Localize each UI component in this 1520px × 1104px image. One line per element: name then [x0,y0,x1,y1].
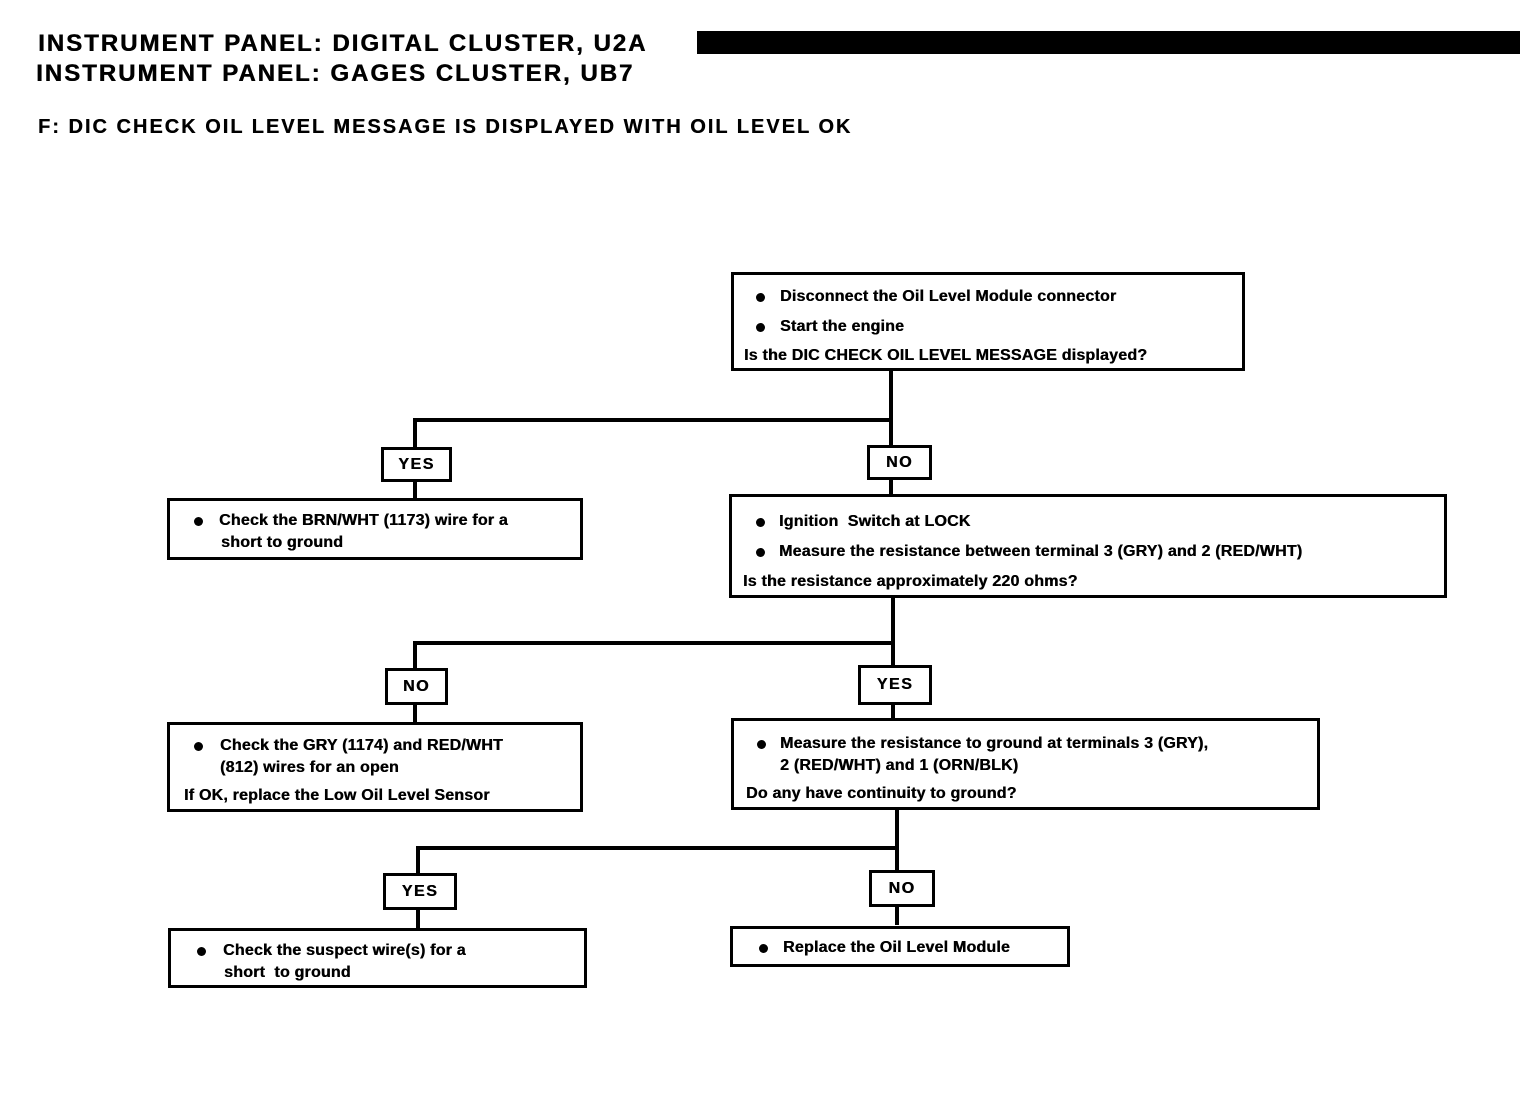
step-text: Check the GRY (1174) and RED/WHT [220,737,503,754]
connector-line [889,371,893,445]
connector-line [413,641,895,645]
decision-label: NO [403,677,430,695]
connector-line [413,705,417,722]
flow-node-start: Disconnect the Oil Level Module connecto… [731,272,1245,371]
decision-label: YES [398,455,435,473]
decision-label: YES [401,882,439,900]
connector-line [413,482,417,498]
decision-no-3: NO [869,870,935,907]
connector-line [889,480,893,494]
flow-node-ignition-resistance: Ignition Switch at LOCK Measure the resi… [729,494,1447,598]
connector-line [895,810,899,870]
step-text: 2 (RED/WHT) and 1 (ORN/BLK) [780,757,1019,774]
page-title-line1: INSTRUMENT PANEL: DIGITAL CLUSTER, U2A [38,30,648,57]
bullet-icon [756,548,765,557]
step-text: Check the suspect wire(s) for a [223,942,466,959]
decision-label: YES [876,676,914,693]
connector-line [891,705,895,718]
step-text: Measure the resistance between terminal … [779,543,1303,560]
decision-yes-2: YES [858,665,932,705]
decision-yes-1: YES [381,447,452,482]
bullet-icon [194,517,203,526]
connector-line [413,418,893,422]
connector-line [416,846,899,850]
decision-no-1: NO [867,445,932,480]
bullet-icon [759,944,768,953]
connector-line [891,598,895,665]
bullet-icon [756,518,765,527]
bullet-icon [756,293,765,302]
note-text: If OK, replace the Low Oil Level Sensor [184,787,490,804]
bullet-icon [757,740,766,749]
flow-node-replace-oil-module: Replace the Oil Level Module [730,926,1070,967]
connector-line [416,846,420,873]
bullet-icon [756,323,765,332]
decision-label: NO [886,453,913,471]
flow-node-check-gry-redwht-open: Check the GRY (1174) and RED/WHT (812) w… [167,722,583,812]
step-text: short to ground [221,534,344,551]
question-text: Is the DIC CHECK OIL LEVEL MESSAGE displ… [744,347,1148,364]
redaction-bar [697,31,1520,54]
bullet-icon [197,947,206,956]
flow-node-check-brn-wht-short: Check the BRN/WHT (1173) wire for a shor… [167,498,583,560]
connector-line [895,907,899,925]
flow-node-check-suspect-wires: Check the suspect wire(s) for a short to… [168,928,587,988]
step-text: Check the BRN/WHT (1173) wire for a [219,512,508,529]
step-text: Measure the resistance to ground at term… [780,735,1209,752]
bullet-icon [194,742,203,751]
connector-line [416,910,420,928]
step-text: Replace the Oil Level Module [783,939,1010,956]
question-text: Do any have continuity to ground? [746,785,1017,802]
step-text: Ignition Switch at LOCK [779,513,971,530]
connector-line [413,641,417,668]
connector-line [413,418,417,447]
decision-no-2: NO [385,668,448,705]
decision-label: NO [888,879,916,897]
step-text: Start the engine [780,318,905,335]
decision-yes-3: YES [383,873,457,910]
page-title-line2: INSTRUMENT PANEL: GAGES CLUSTER, UB7 [36,60,635,87]
step-text: short to ground [224,964,351,981]
question-text: Is the resistance approximately 220 ohms… [743,573,1078,590]
step-text: Disconnect the Oil Level Module connecto… [780,288,1117,305]
step-text: (812) wires for an open [220,759,399,776]
section-title: F: DIC CHECK OIL LEVEL MESSAGE IS DISPLA… [38,116,853,138]
flow-node-measure-ground-resistance: Measure the resistance to ground at term… [731,718,1320,810]
